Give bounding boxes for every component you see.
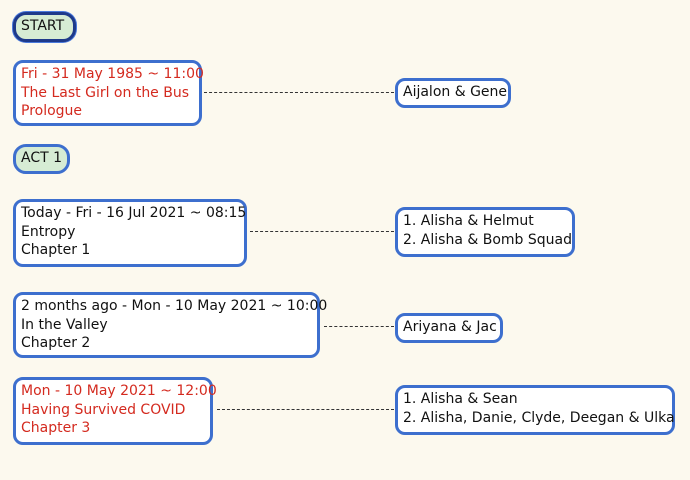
prologue-connector (204, 92, 394, 93)
chapter-2-scene-node: 2 months ago - Mon - 10 May 2021 ~ 10:00… (13, 292, 328, 358)
chapter-3-connector (217, 409, 394, 410)
prologue-scene-node: Fri - 31 May 1985 ~ 11:00 The Last Girl … (13, 60, 204, 126)
chapter-1-date: Today - Fri - 16 Jul 2021 ~ 08:15 (21, 205, 247, 221)
chapter-2-characters-node: Ariyana & Jac (395, 313, 503, 343)
chapter-3-chapter: Chapter 3 (21, 420, 91, 436)
chapter-1-character-1: 1. Alisha & Helmut (403, 213, 534, 229)
chapter-3-scene-node: Mon - 10 May 2021 ~ 12:00 Having Survive… (13, 377, 217, 445)
chapter-1-characters-node: 1. Alisha & Helmut 2. Alisha & Bomb Squa… (395, 207, 575, 257)
chapter-1-title: Entropy (21, 223, 76, 240)
chapter-1-connector (250, 231, 394, 232)
chapter-1-character-2: 2. Alisha & Bomb Squad (403, 231, 572, 248)
prologue-date: Fri - 31 May 1985 ~ 11:00 (21, 66, 204, 82)
prologue-characters-node: Aijalon & Gene (395, 78, 511, 108)
chapter-2-characters: Ariyana & Jac (403, 319, 497, 335)
prologue-characters: Aijalon & Gene (403, 84, 508, 100)
act-1-label: ACT 1 (13, 144, 70, 174)
chapter-2-chapter: Chapter 2 (21, 335, 91, 351)
chapter-2-date: 2 months ago - Mon - 10 May 2021 ~ 10:00 (21, 298, 328, 314)
chapter-3-character-1: 1. Alisha & Sean (403, 391, 518, 407)
chapter-2-title: In the Valley (21, 316, 108, 333)
chapter-3-characters-node: 1. Alisha & Sean 2. Alisha, Danie, Clyde… (395, 385, 675, 435)
start-label: START (13, 12, 76, 42)
chapter-3-title: Having Survived COVID (21, 401, 186, 418)
prologue-chapter: Prologue (21, 103, 83, 119)
chapter-3-character-2: 2. Alisha, Danie, Clyde, Deegan & Ulka (403, 409, 675, 426)
chapter-1-chapter: Chapter 1 (21, 242, 91, 258)
chapter-3-date: Mon - 10 May 2021 ~ 12:00 (21, 383, 217, 399)
prologue-title: The Last Girl on the Bus (21, 84, 190, 101)
chapter-2-connector (324, 326, 394, 327)
chapter-1-scene-node: Today - Fri - 16 Jul 2021 ~ 08:15 Entrop… (13, 199, 247, 267)
